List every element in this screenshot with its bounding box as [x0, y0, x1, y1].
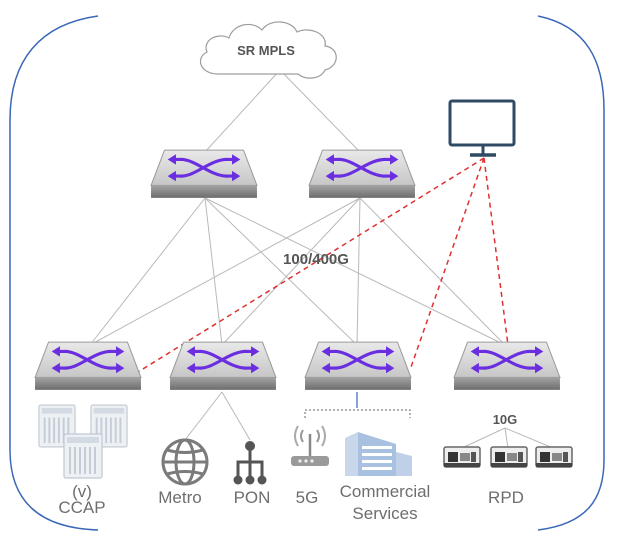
- cloud-label: SR MPLS: [237, 43, 295, 58]
- rpd-device-icon: [443, 446, 481, 468]
- rpd-device-icon: [535, 446, 573, 468]
- commercial-link: [304, 392, 411, 418]
- ccap-label-line1: (v): [72, 482, 92, 501]
- fiveg-label: 5G: [296, 488, 319, 507]
- core-switch-right[interactable]: [308, 148, 416, 200]
- access-switch-pon[interactable]: [169, 340, 277, 392]
- rpd-device-icon: [490, 446, 528, 468]
- access-switch-rpd[interactable]: [453, 340, 561, 392]
- access-switch-5g[interactable]: [304, 340, 412, 392]
- antenna-router-icon: [291, 425, 329, 466]
- metro-label: Metro: [158, 488, 201, 507]
- access-switch-ccap[interactable]: [34, 340, 142, 392]
- commercial-label-line1: Commercial: [340, 482, 431, 501]
- core-links: [89, 69, 506, 441]
- ccap-label-line2: CCAP: [58, 498, 105, 517]
- pon-tree-icon: [233, 441, 267, 485]
- pon-label: PON: [234, 488, 271, 507]
- globe-icon: [161, 438, 209, 486]
- monitor-icon[interactable]: [448, 99, 516, 157]
- ccap-chassis-icon: [38, 404, 128, 480]
- rpd-label: RPD: [488, 488, 524, 507]
- frame-right-bracket: [537, 15, 605, 531]
- link-speed-label: 100/400G: [283, 251, 349, 268]
- building-icon: [345, 432, 412, 476]
- cloud-icon: SR MPLS: [199, 21, 337, 79]
- commercial-label-line2: Services: [352, 504, 417, 523]
- core-switch-left[interactable]: [150, 148, 258, 200]
- management-links: [137, 157, 509, 373]
- rpd-speed-label: 10G: [493, 412, 518, 427]
- rpd-links: [461, 427, 554, 449]
- frame-left-bracket: [9, 15, 99, 531]
